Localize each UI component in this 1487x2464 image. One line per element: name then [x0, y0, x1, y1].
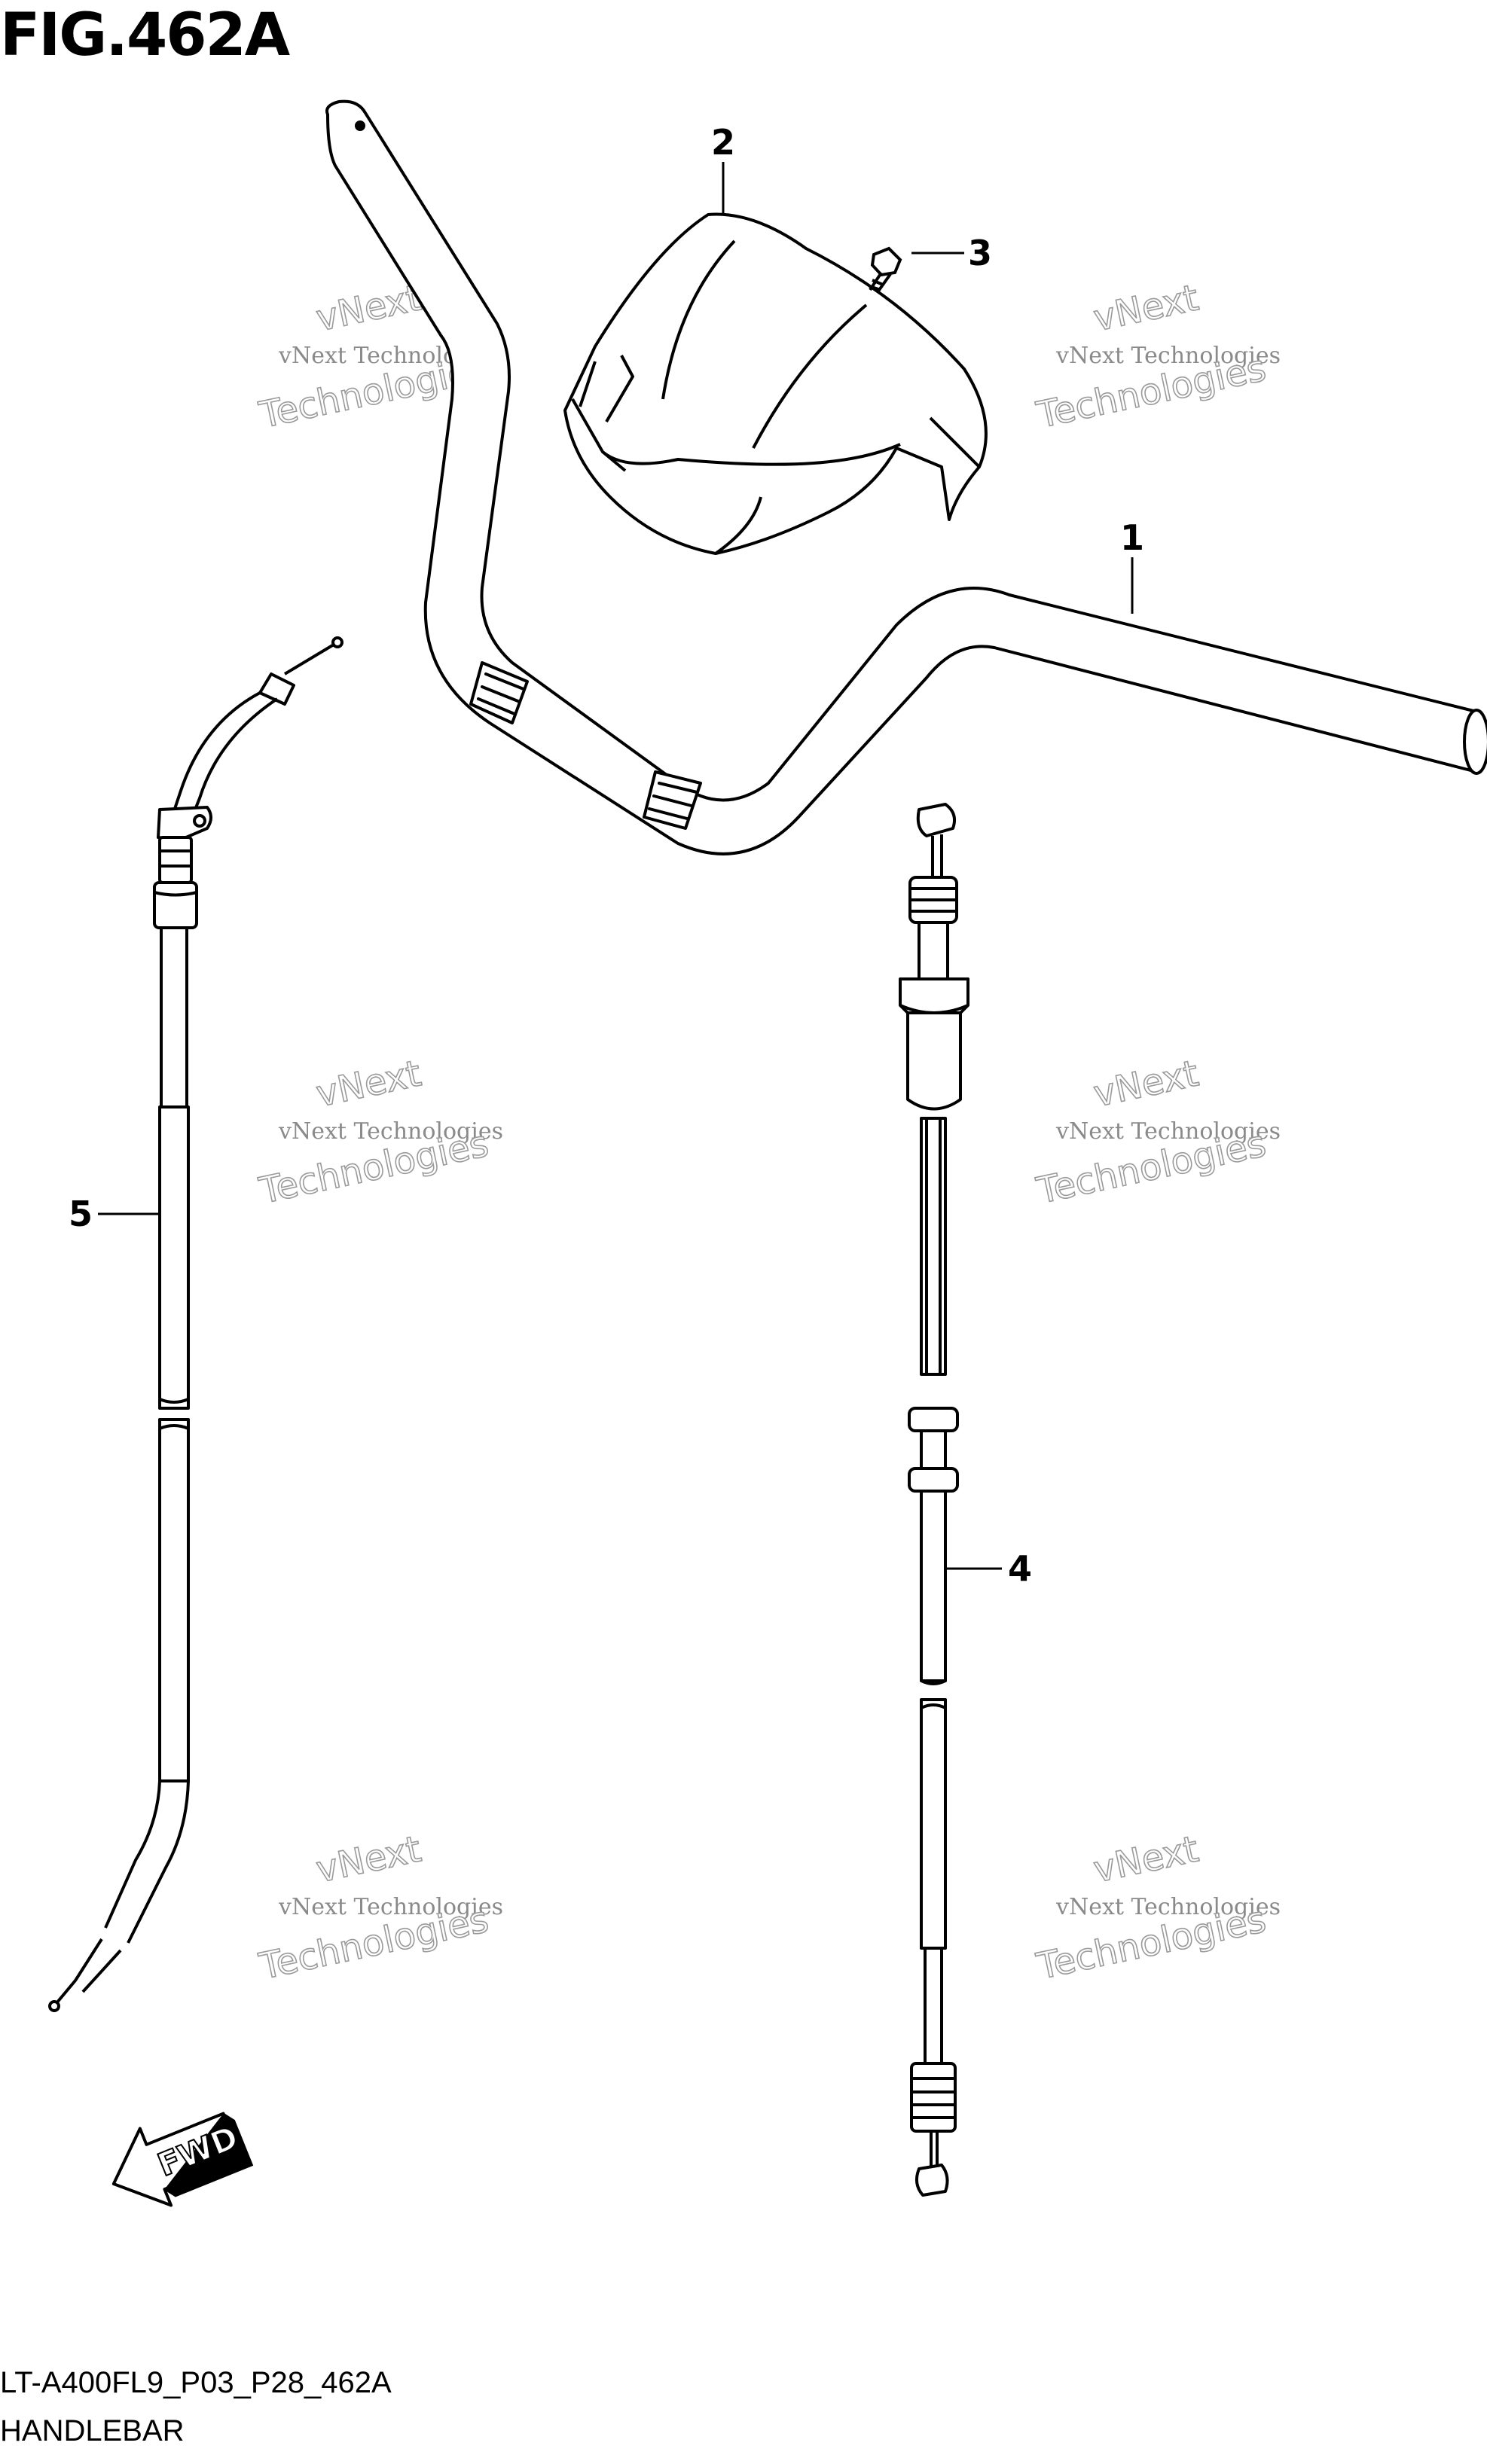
svg-text:vNext Technologies: vNext Technologies [278, 1118, 503, 1145]
callout-1: 1 [1120, 517, 1144, 558]
watermark: vNext vNext Technologies Technologies [255, 1828, 503, 1989]
svg-text:vNext Technologies: vNext Technologies [1055, 1894, 1281, 1920]
svg-text:vNext: vNext [313, 1052, 425, 1115]
cable-5-part [48, 636, 344, 2012]
callout-leaders [98, 162, 1134, 1570]
svg-text:vNext: vNext [313, 276, 425, 340]
svg-text:vNext: vNext [313, 1828, 425, 1891]
handlebar-cover-part [563, 212, 988, 555]
svg-text:vNext Technologies: vNext Technologies [1055, 1118, 1281, 1145]
svg-text:vNext Technologies: vNext Technologies [1055, 343, 1281, 369]
fwd-arrow-icon: FWD [111, 2112, 254, 2207]
callout-3: 3 [968, 233, 992, 273]
callout-2: 2 [711, 122, 735, 163]
watermark: vNext vNext Technologies Technologies [1032, 1052, 1281, 1213]
handlebar-part [325, 99, 1487, 855]
watermark: vNext vNext Technologies Technologies [1032, 276, 1281, 438]
bolt-part [869, 246, 902, 294]
callout-5: 5 [69, 1194, 93, 1234]
figure-code: LT-A400FL9_P03_P28_462A [0, 2366, 392, 2399]
watermark: vNext vNext Technologies Technologies [1032, 1828, 1281, 1989]
svg-text:vNext: vNext [1090, 1828, 1202, 1891]
svg-text:vNext: vNext [1090, 276, 1202, 340]
figure-name: HANDLEBAR [0, 2414, 185, 2447]
svg-text:vNext Technologies: vNext Technologies [278, 1894, 503, 1920]
svg-text:vNext: vNext [1090, 1052, 1202, 1115]
figure-title: FIG.462A [0, 2, 290, 69]
callout-4: 4 [1008, 1548, 1032, 1589]
watermark: vNext vNext Technologies Technologies [255, 1052, 503, 1213]
cable-4-part [899, 803, 969, 2197]
